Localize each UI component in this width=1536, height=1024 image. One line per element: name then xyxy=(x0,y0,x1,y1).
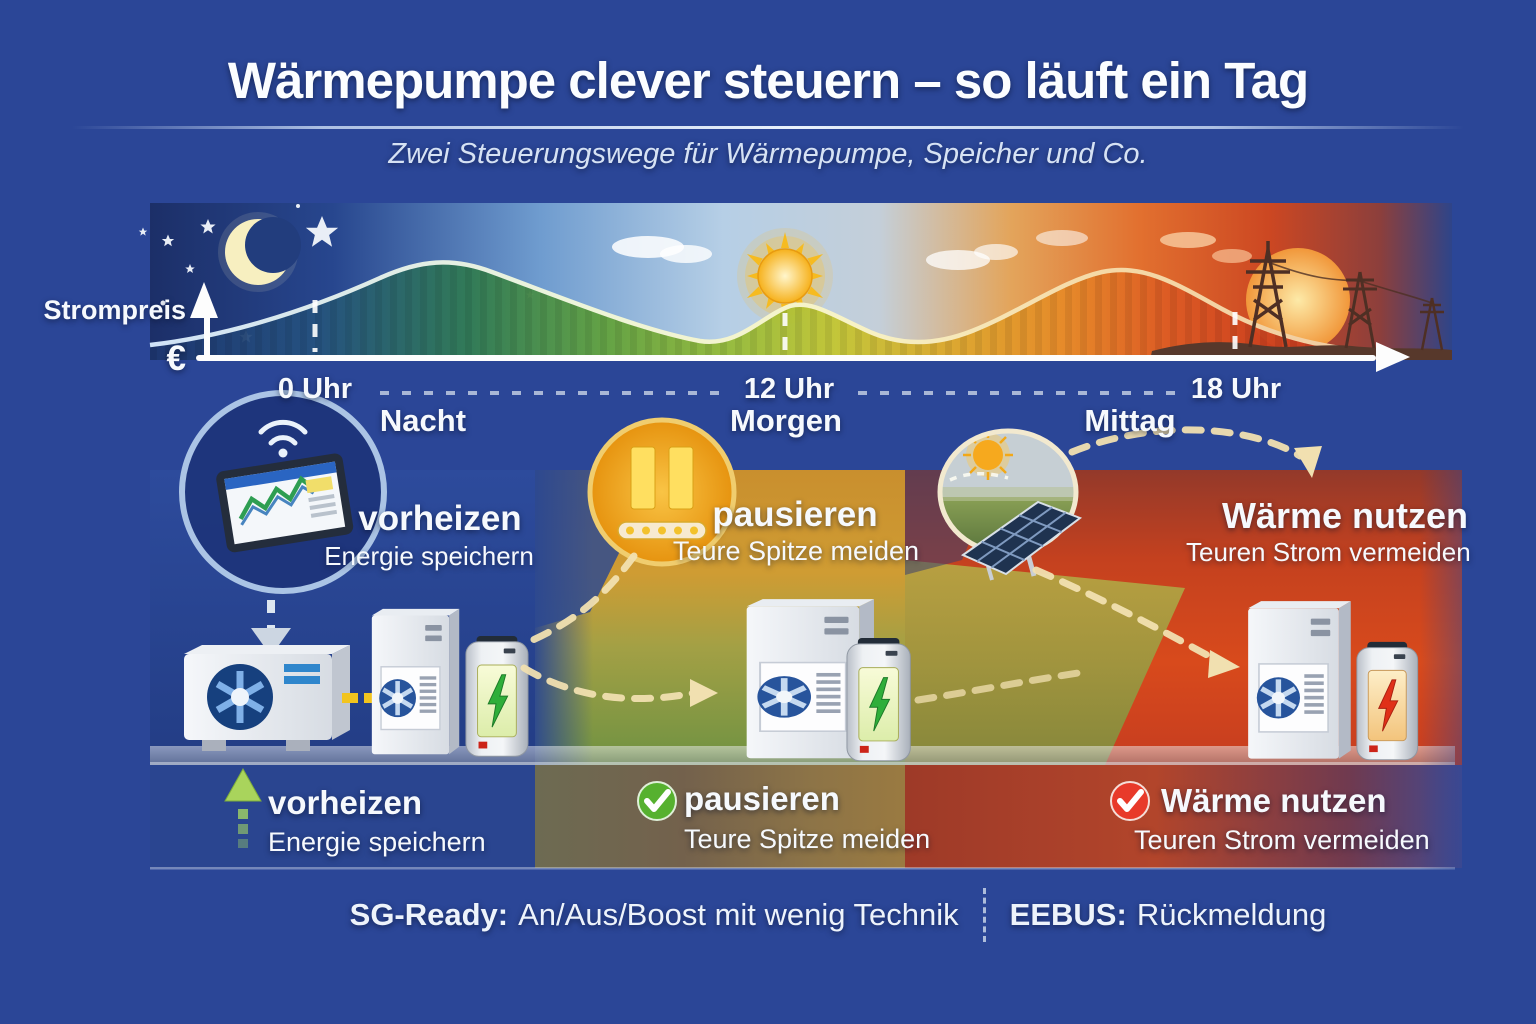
sg-ready-label: SG-Ready: xyxy=(349,897,509,932)
panel-midday-art xyxy=(914,426,1419,761)
smart-control-circle xyxy=(179,390,387,594)
time-gridlines xyxy=(312,300,1238,352)
phase-label-mittag: Mittag xyxy=(1084,403,1176,438)
summary-night-bg xyxy=(150,765,535,868)
x-axis-arrow-icon xyxy=(1376,342,1410,372)
moon-icon xyxy=(218,212,301,292)
summary-morning-title: pausieren xyxy=(684,780,840,817)
sun-icon xyxy=(963,431,1013,480)
summary-night-subtitle: Energie speichern xyxy=(268,827,486,857)
flow-arrowhead xyxy=(690,679,718,707)
eebus-label: EEBUS: xyxy=(1009,897,1127,932)
panel-morning-art xyxy=(520,417,911,762)
panel-midday-title: Wärme nutzen xyxy=(1222,495,1469,536)
x-tick-12uhr: 12 Uhr xyxy=(743,373,835,405)
dashed-flow-arrows xyxy=(914,426,1304,704)
stars xyxy=(138,204,535,343)
panel-midday-subtitle: Teuren Strom vermeiden xyxy=(1186,537,1471,567)
x-tick-0uhr: 0 Uhr xyxy=(277,373,353,405)
dashed-down-arrow xyxy=(251,600,291,656)
y-axis-unit: € xyxy=(166,339,186,378)
pause-icon xyxy=(630,446,694,510)
solar-circle xyxy=(937,428,1083,581)
battery-storage-green xyxy=(846,637,911,762)
page-title: Wärmepumpe clever steuern – so läuft ein… xyxy=(227,52,1309,109)
footer-divider xyxy=(982,888,986,942)
price-chart xyxy=(138,203,1452,395)
heat-pump-outdoor-unit xyxy=(184,645,350,751)
battery-storage-green xyxy=(465,635,529,757)
footer: SG-Ready:An/Aus/Boost mit wenig Technik … xyxy=(140,888,1536,942)
heat-pump-indoor-unit xyxy=(1248,601,1351,759)
summary-night-title: vorheizen xyxy=(268,784,423,821)
panel-morning-title: pausieren xyxy=(712,495,878,534)
wifi-icon xyxy=(258,419,308,458)
panel-morning-subtitle: Teure Spitze meiden xyxy=(672,536,920,566)
dashed-flow-arrows xyxy=(520,552,698,703)
noon-sun-icon xyxy=(737,228,833,324)
summary-midday-bg xyxy=(905,765,1462,868)
phase-label-nacht: Nacht xyxy=(379,403,467,438)
footer-eebus: EEBUS: Rückmeldung xyxy=(1010,897,1327,933)
panel-night-art xyxy=(179,390,529,757)
up-arrow-icon xyxy=(224,767,262,848)
y-axis xyxy=(190,282,218,358)
sg-ready-text: An/Aus/Boost mit wenig Technik xyxy=(518,897,959,932)
summary-midday-title: Wärme nutzen xyxy=(1161,782,1387,819)
summary-morning-subtitle: Teure Spitze meiden xyxy=(684,824,931,854)
clouds xyxy=(612,230,1252,270)
x-tick-18uhr: 18 Uhr xyxy=(1190,373,1282,405)
title-divider xyxy=(72,126,1464,129)
check-icon-green xyxy=(637,781,677,821)
solar-panel-icon xyxy=(960,500,1083,581)
pause-circle xyxy=(587,417,737,567)
summary-morning-bg xyxy=(535,765,905,868)
page-subtitle: Zwei Steuerungswege für Wärmepumpe, Spei… xyxy=(388,138,1148,170)
summary-midday-subtitle: Teuren Strom vermeiden xyxy=(1134,825,1430,855)
power-pylon-icon xyxy=(1246,241,1444,351)
battery-storage-red xyxy=(1356,641,1419,761)
flow-arrowhead xyxy=(1208,650,1240,678)
footer-sg-ready: SG-Ready: An/Aus/Boost mit wenig Technik xyxy=(350,897,959,933)
check-icon-red xyxy=(1110,781,1150,821)
heat-pump-indoor-unit xyxy=(372,609,459,754)
y-axis-label: Strompreis xyxy=(43,295,186,325)
y-axis-arrow-icon xyxy=(190,282,218,318)
tablet-icon xyxy=(216,453,354,553)
panel-night-subtitle: Energie speichern xyxy=(324,541,534,571)
summary-markers xyxy=(224,767,1150,848)
flow-arrowhead xyxy=(1294,446,1322,478)
x-axis xyxy=(196,342,1410,372)
panel-night-title: vorheizen xyxy=(358,499,522,538)
eebus-text: Rückmeldung xyxy=(1136,897,1327,932)
phase-label-morgen: Morgen xyxy=(730,403,842,438)
